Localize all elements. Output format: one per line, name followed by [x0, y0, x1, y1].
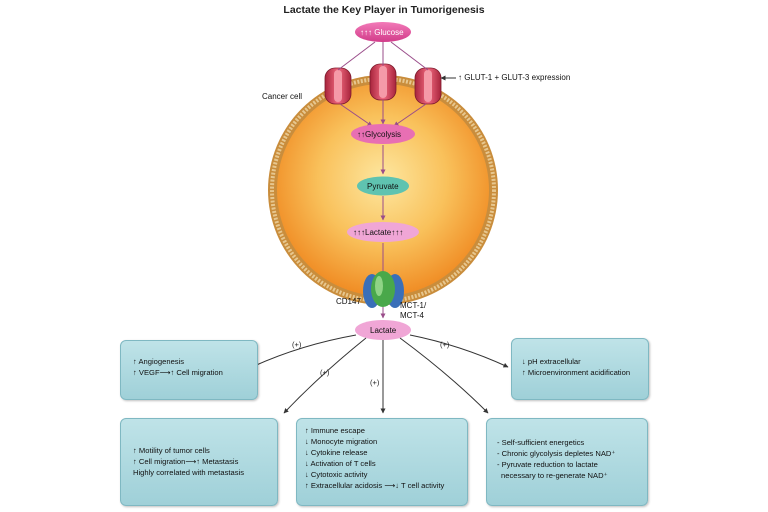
glut-transporters	[324, 63, 442, 105]
lactate-outer-node	[355, 320, 411, 340]
box-line: - Self-sufficient energetics	[497, 438, 585, 447]
glut-expression-label: ↑ GLUT-1 + GLUT-3 expression	[458, 73, 571, 82]
energetics-box: - Self-sufficient energetics - Chronic g…	[486, 418, 648, 506]
plus-sign: (+)	[320, 368, 330, 377]
diagram-title: Lactate the Key Player in Tumorigenesis	[283, 4, 485, 16]
glucose-label: ↑↑↑ Glucose	[360, 28, 404, 37]
box-line: ↑ Cell migration⟶↑ Metastasis	[133, 457, 239, 466]
box-line: ↓ pH extracellular	[522, 357, 581, 366]
box-line: - Pyruvate reduction to lactate	[497, 460, 598, 469]
lactate-inner-label: ↑↑↑Lactate↑↑↑	[353, 228, 404, 237]
glucose-node	[355, 22, 411, 42]
glucose-arrows	[337, 41, 429, 127]
box-line: - Chronic glycolysis depletes NAD⁺	[497, 449, 616, 458]
glycolysis-node	[351, 124, 415, 144]
box-line: necessary to re-generate NAD⁺	[501, 471, 608, 480]
box-line: ↑ VEGF⟶↑ Cell migration	[133, 368, 223, 377]
box-line: ↑ Microenvironment acidification	[522, 368, 631, 377]
mct-label-line2: MCT-4	[400, 311, 424, 320]
immune-box: ↑ Immune escape ↓ Monocyte migration ↓ C…	[296, 418, 468, 506]
box-line: ↓ Monocyte migration	[305, 437, 378, 446]
cd147-label: CD147	[336, 297, 361, 306]
plus-sign: (+)	[440, 340, 450, 349]
ph-box: ↓ pH extracellular ↑ Microenvironment ac…	[511, 338, 649, 400]
box-line: ↑ Motility of tumor cells	[133, 446, 210, 455]
pyruvate-label: Pyruvate	[367, 182, 399, 191]
glycolysis-label: ↑↑Glycolysis	[357, 130, 402, 139]
box-line: ↓ Activation of T cells	[305, 459, 376, 468]
pyruvate-node	[357, 176, 409, 196]
box-line: ↓ Cytokine release	[305, 448, 368, 457]
box-line: Highly correlated with metastasis	[133, 468, 244, 477]
effect-arrows	[251, 334, 509, 414]
angiogenesis-box: ↑ Angiogenesis ↑ VEGF⟶↑ Cell migration	[120, 340, 258, 400]
box-line: ↓ Cytotoxic activity	[305, 470, 368, 479]
box-line: ↑ Extracellular acidosis ⟶↓ T cell activ…	[305, 481, 445, 490]
motility-box: ↑ Motility of tumor cells ↑ Cell migrati…	[120, 418, 278, 506]
box-line: ↑ Angiogenesis	[133, 357, 185, 366]
plus-sign: (+)	[370, 378, 380, 387]
plus-sign: (+)	[292, 340, 302, 349]
lactate-inner-node	[347, 222, 419, 242]
cancer-cell-label: Cancer cell	[262, 92, 303, 101]
lactate-outer-label: Lactate	[370, 326, 397, 335]
box-line: ↑ Immune escape	[305, 426, 365, 435]
mct-transporter	[363, 271, 404, 308]
mct-label-line1: MCT-1/	[400, 301, 427, 310]
